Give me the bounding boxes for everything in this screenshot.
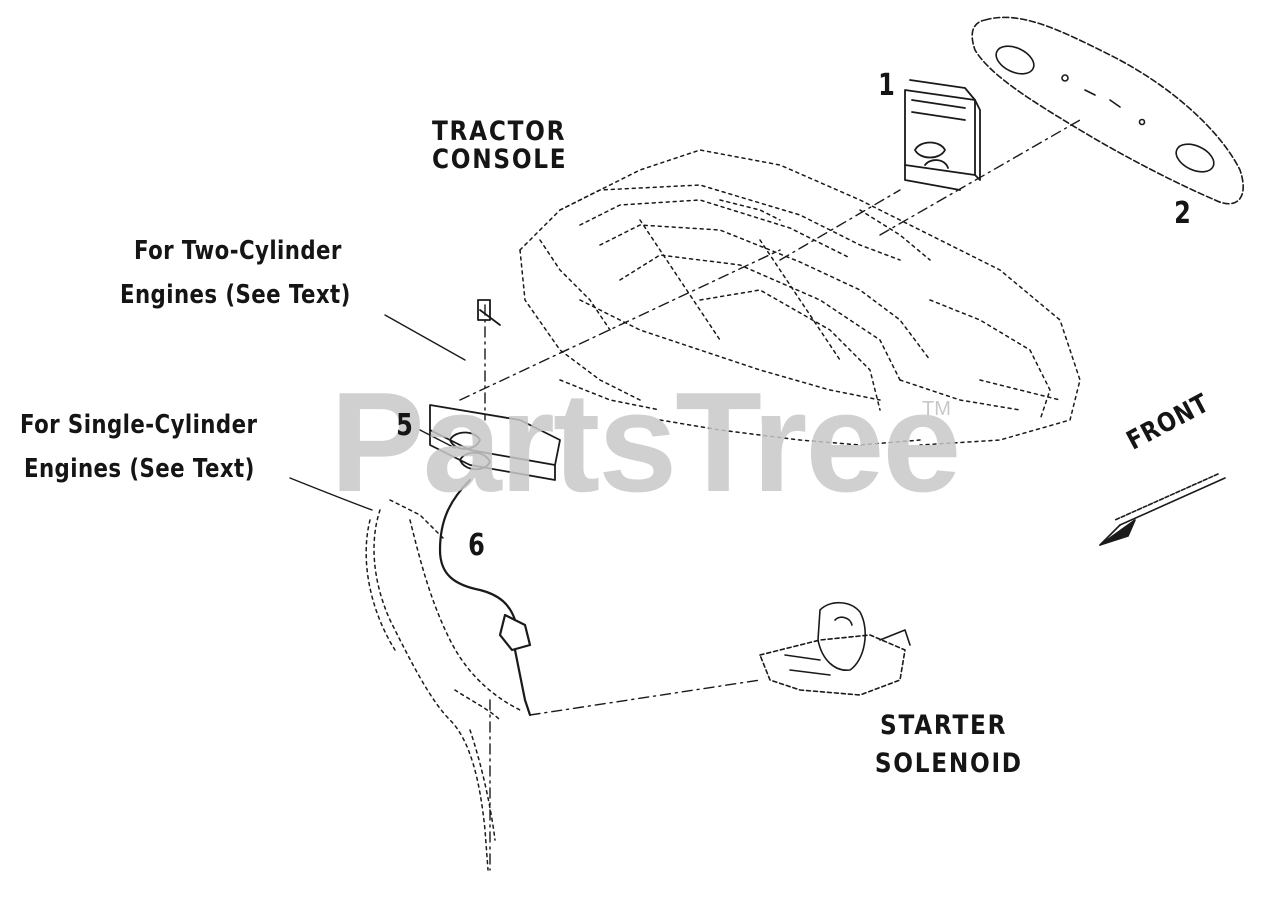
starter-solenoid-label: STARTER SOLENOID [875,710,1023,779]
callout-6: 6 [468,528,485,563]
part-1-ignition-switch [904,79,981,191]
front-arrow [1099,473,1226,546]
two-cylinder-label: For Two-Cylinder [134,236,342,266]
two-cylinder-line-1: For Two-Cylinder [134,236,342,266]
two-cylinder-label-2: Engines (See Text) [120,280,351,310]
single-cylinder-label: For Single-Cylinder [20,410,258,440]
two-cylinder-line-2: Engines (See Text) [120,280,351,310]
tractor-console-outline [519,149,1081,446]
watermark-trademark: TM [922,398,951,420]
label-leaders [289,314,466,511]
callout-1: 1 [878,68,895,103]
callout-2: 2 [1174,196,1191,231]
callout-5: 5 [396,408,413,443]
starter-solenoid-line-1: STARTER [880,710,1008,741]
starter-solenoid-part [759,601,911,696]
tractor-console-label: TRACTOR CONSOLE [432,116,568,176]
part-6-wire-harness [438,478,532,717]
starter-solenoid-line-2: SOLENOID [874,748,1023,780]
part-2-decal-plate [971,16,1244,205]
part-5-bracket [429,299,561,481]
tractor-console-line-2: CONSOLE [432,144,568,176]
single-cylinder-label-2: Engines (See Text) [24,454,255,484]
single-cylinder-line-1: For Single-Cylinder [20,410,258,440]
tractor-console-line-1: TRACTOR [432,116,567,147]
single-cylinder-line-2: Engines (See Text) [24,454,255,484]
engine-outline [365,499,521,871]
watermark-logo: PartsTree [330,363,961,522]
